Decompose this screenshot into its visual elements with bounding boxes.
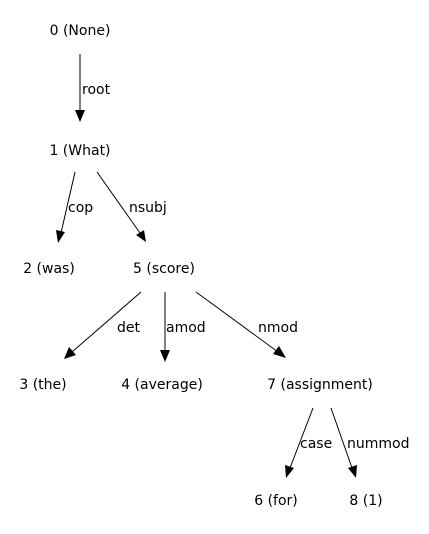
edge-label-cop: cop <box>68 200 93 216</box>
arrowhead <box>160 350 170 362</box>
arrowhead <box>348 465 357 478</box>
node-8: 8 (1) <box>349 493 382 509</box>
edge-cop: cop <box>56 171 93 243</box>
arrowhead <box>136 230 146 242</box>
edge-nmod: nmod <box>195 291 298 358</box>
edge-root: root <box>75 54 111 122</box>
edge-case: case <box>285 407 332 478</box>
arrowhead <box>64 347 76 359</box>
node-6: 6 (for) <box>254 493 298 509</box>
node-1: 1 (What) <box>49 143 110 159</box>
node-7: 7 (assignment) <box>267 377 373 393</box>
edge-nsubj: nsubj <box>96 171 167 242</box>
node-0: 0 (None) <box>50 23 111 39</box>
arrowhead <box>273 346 286 358</box>
arrowhead <box>56 230 65 243</box>
edge-det: det <box>64 291 142 359</box>
node-5: 5 (score) <box>133 261 195 277</box>
edge-label-det: det <box>117 320 141 336</box>
node-4: 4 (average) <box>121 377 203 393</box>
edge-label-nmod: nmod <box>258 320 298 336</box>
edge-label-nummod: nummod <box>347 436 409 452</box>
node-2: 2 (was) <box>23 261 75 277</box>
edge-label-case: case <box>300 436 332 452</box>
edge-amod: amod <box>160 292 206 362</box>
edge-label-amod: amod <box>166 320 206 336</box>
edge-label-nsubj: nsubj <box>129 200 167 216</box>
node-3: 3 (the) <box>19 377 66 393</box>
arrowhead <box>75 110 85 122</box>
edge-label-root: root <box>82 82 111 98</box>
arrowhead <box>285 465 294 478</box>
edge-nummod: nummod <box>330 407 409 478</box>
